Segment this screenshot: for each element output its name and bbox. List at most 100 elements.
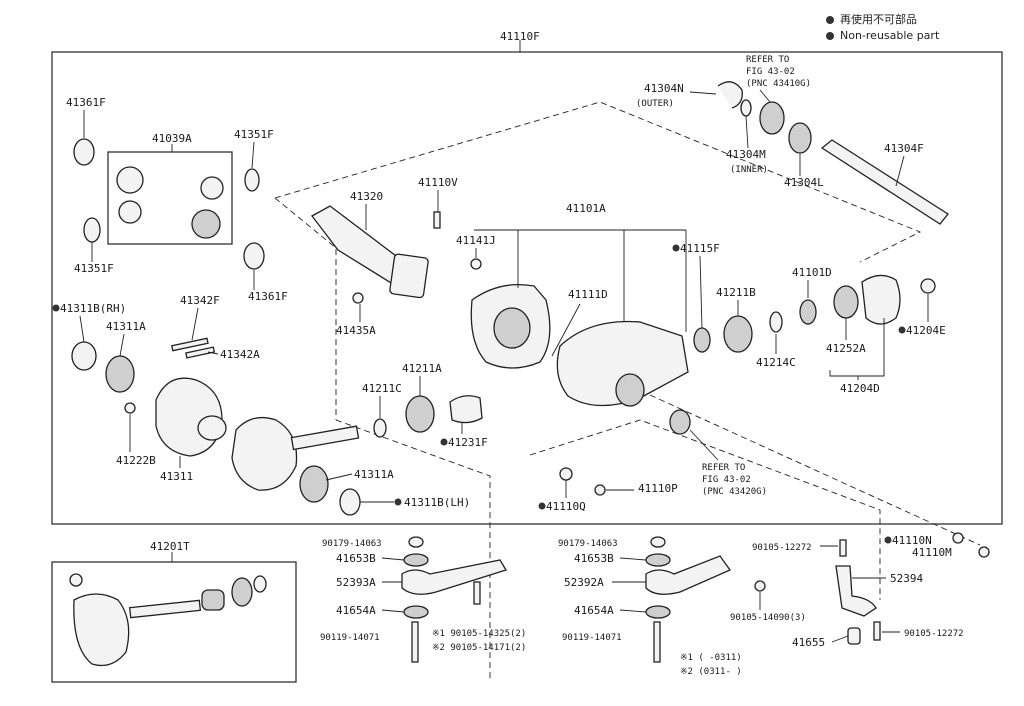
leader-bracket — [829, 318, 885, 380]
part-label-41311B-RH[interactable]: 41311B(RH) — [60, 302, 126, 315]
part-label-41211C[interactable]: 41211C — [362, 382, 402, 395]
part-label-41110F[interactable]: 41110F — [500, 30, 540, 43]
non-reusable-marker — [538, 502, 546, 510]
bearing-icon — [405, 395, 435, 433]
part-label-41655[interactable]: 41655 — [792, 636, 825, 649]
plug-icon — [978, 546, 990, 558]
link-arm-icon — [835, 565, 877, 617]
leader-line — [831, 635, 849, 643]
part-label-41304N[interactable]: 41304N — [644, 82, 684, 95]
part-label-41653B-a[interactable]: 41653B — [336, 552, 376, 565]
part-label-41231F[interactable]: 41231F — [448, 436, 488, 449]
part-label-90179-14063-a[interactable]: 90179-14063 — [322, 539, 382, 549]
plug-icon — [952, 532, 964, 544]
bolt-icon — [124, 402, 136, 414]
refer-note-1-line2[interactable]: FIG 43-02 — [746, 67, 795, 77]
part-label-41304F[interactable]: 41304F — [884, 142, 924, 155]
part-label-41351F[interactable]: 41351F — [234, 128, 274, 141]
snap-ring-icon — [740, 99, 752, 117]
legend-text-ja: 再使用不可部品 — [840, 13, 917, 26]
part-label-41101D[interactable]: 41101D — [792, 266, 832, 279]
part-label-90179-14063-b[interactable]: 90179-14063 — [558, 539, 618, 549]
bearing-icon — [231, 577, 253, 607]
plug-icon — [559, 467, 573, 481]
washer-icon — [339, 488, 361, 516]
part-label-41252A[interactable]: 41252A — [826, 342, 866, 355]
part-label-90105-12272-a[interactable]: 90105-12272 — [752, 543, 812, 553]
part-label-41110M[interactable]: 41110M — [912, 546, 952, 559]
part-label-41110V[interactable]: 41110V — [418, 176, 458, 189]
nut-icon — [920, 278, 936, 294]
part-label-41654A-b[interactable]: 41654A — [574, 604, 614, 617]
part-label-41304M[interactable]: 41304M — [726, 148, 766, 161]
part-label-41311B-LH[interactable]: 41311B(LH) — [404, 496, 470, 509]
bolt-icon — [352, 292, 364, 304]
part-label-41211B[interactable]: 41211B — [716, 286, 756, 299]
bearing-icon — [833, 285, 859, 319]
bullet-icon — [826, 32, 834, 40]
part-label-41311A[interactable]: 41311A — [106, 320, 146, 333]
part-label-41311A[interactable]: 41311A — [354, 468, 394, 481]
bolt-icon — [470, 258, 482, 270]
refer-note-2-line3[interactable]: (PNC 43420G) — [702, 487, 767, 497]
bolt-icon — [653, 621, 661, 663]
part-label-41435A[interactable]: 41435A — [336, 324, 376, 337]
bolt-icon — [754, 580, 766, 592]
carrier-bore-icon — [493, 307, 531, 349]
legend-row-en: Non-reusable part — [826, 28, 939, 44]
part-label-41211A[interactable]: 41211A — [402, 362, 442, 375]
part-label-52392A[interactable]: 52392A — [564, 576, 604, 589]
pinion-shaft-icon — [290, 425, 360, 451]
part-label-41361F[interactable]: 41361F — [248, 290, 288, 303]
part-label-41101A[interactable]: 41101A — [566, 202, 606, 215]
part-label-41311[interactable]: 41311 — [160, 470, 193, 483]
part-label-41320[interactable]: 41320 — [350, 190, 383, 203]
part-label-41342A[interactable]: 41342A — [220, 348, 260, 361]
refer-note-1-line3[interactable]: (PNC 43410G) — [746, 79, 811, 89]
part-label-41304L[interactable]: 41304L — [784, 176, 824, 189]
part-label-41141J[interactable]: 41141J — [456, 234, 496, 247]
part-label-41214C[interactable]: 41214C — [756, 356, 796, 369]
part-label-41201T[interactable]: 41201T — [150, 540, 190, 553]
legend: 再使用不可部品 Non-reusable part — [826, 12, 939, 44]
part-label-52394[interactable]: 52394 — [890, 572, 923, 585]
part-label-90119-14071-b[interactable]: 90119-14071 — [562, 633, 622, 643]
part-label-41342F[interactable]: 41342F — [180, 294, 220, 307]
washer-icon — [83, 217, 101, 243]
axle-shaft-icon — [820, 139, 949, 225]
part-label-41110P[interactable]: 41110P — [638, 482, 678, 495]
refer-note-2-line1[interactable]: REFER TO — [702, 463, 745, 473]
part-label-41653B-b[interactable]: 41653B — [574, 552, 614, 565]
part-label-41110Q[interactable]: 41110Q — [546, 500, 586, 513]
assembly-frame — [51, 51, 1003, 525]
leader-line — [119, 333, 125, 357]
part-label-41204D[interactable]: 41204D — [840, 382, 880, 395]
gear-icon — [116, 166, 144, 194]
part-label-90119-14071-a[interactable]: 90119-14071 — [320, 633, 380, 643]
part-label-41110N[interactable]: 41110N — [892, 534, 932, 547]
bullet-icon — [826, 16, 834, 24]
part-label-52393A[interactable]: 52393A — [336, 576, 376, 589]
part-label-41654A-a[interactable]: 41654A — [336, 604, 376, 617]
washer-icon — [769, 311, 783, 333]
refer-note-1-line1[interactable]: REFER TO — [746, 55, 789, 65]
part-label-41115F[interactable]: 41115F — [680, 242, 720, 255]
part-label-90105-14090[interactable]: 90105-14090(3) — [730, 613, 806, 623]
part-label-41222B[interactable]: 41222B — [116, 454, 156, 467]
part-label-41361F[interactable]: 41361F — [66, 96, 106, 109]
leader-line — [689, 91, 717, 95]
rear-mount-bracket-icon — [401, 559, 507, 595]
leader-line — [381, 557, 405, 561]
carrier-bore-icon — [615, 373, 645, 407]
part-label-90105-12272-b[interactable]: 90105-12272 — [904, 629, 964, 639]
part-label-41111D[interactable]: 41111D — [568, 288, 608, 301]
leader-line — [689, 429, 719, 461]
part-label-41204E[interactable]: 41204E — [906, 324, 946, 337]
part-label-41351F[interactable]: 41351F — [74, 262, 114, 275]
differential-case-hub — [197, 415, 227, 441]
oil-seal-icon — [669, 409, 691, 435]
refer-note-2-line2[interactable]: FIG 43-02 — [702, 475, 751, 485]
oil-seal-icon — [693, 327, 711, 353]
part-label-41039A[interactable]: 41039A — [152, 132, 192, 145]
